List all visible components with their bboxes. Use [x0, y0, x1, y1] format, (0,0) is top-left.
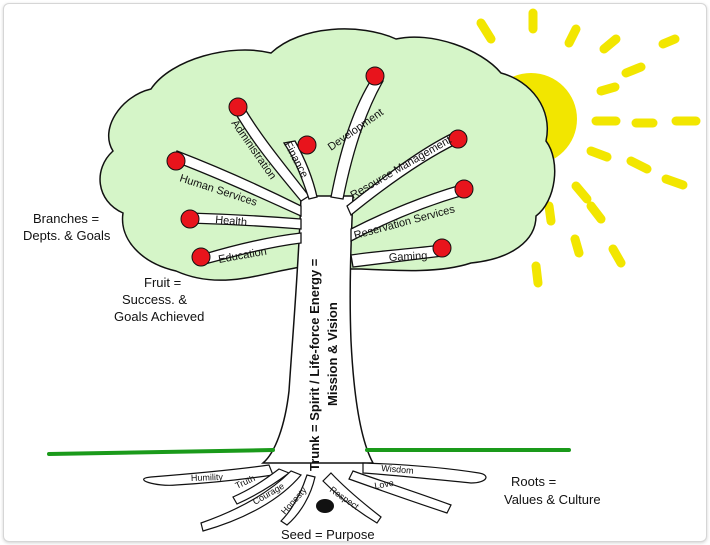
caption-branches-line1: Branches =	[33, 211, 99, 226]
fruit-gaming	[433, 239, 451, 257]
caption-fruit-line2: Success. &	[122, 292, 187, 307]
caption-seed: Seed = Purpose	[281, 527, 375, 541]
fruit-human-services	[167, 152, 185, 170]
fruit-education	[192, 248, 210, 266]
seed	[316, 499, 334, 513]
caption-roots-line2: Values & Culture	[504, 492, 601, 507]
tree-diagram: Administration Finance Development Resou…	[4, 4, 706, 541]
caption-fruit-line3: Goals Achieved	[114, 309, 204, 324]
caption-branches-line2: Depts. & Goals	[23, 228, 111, 243]
diagram-frame: Administration Finance Development Resou…	[3, 3, 707, 542]
trunk-label-line1: Trunk = Spirit / Life-force Energy =	[307, 258, 322, 471]
fruit-health	[181, 210, 199, 228]
fruit-development	[366, 67, 384, 85]
root-label-humility: Humility	[191, 472, 224, 483]
fruit-finance	[298, 136, 316, 154]
branch-label-gaming: Gaming	[389, 250, 428, 264]
caption-fruit-line1: Fruit =	[144, 275, 181, 290]
trunk-label-line2: Mission & Vision	[325, 302, 340, 406]
fruit-administration	[229, 98, 247, 116]
caption-roots-line1: Roots =	[511, 474, 556, 489]
fruit-reservation-services	[455, 180, 473, 198]
